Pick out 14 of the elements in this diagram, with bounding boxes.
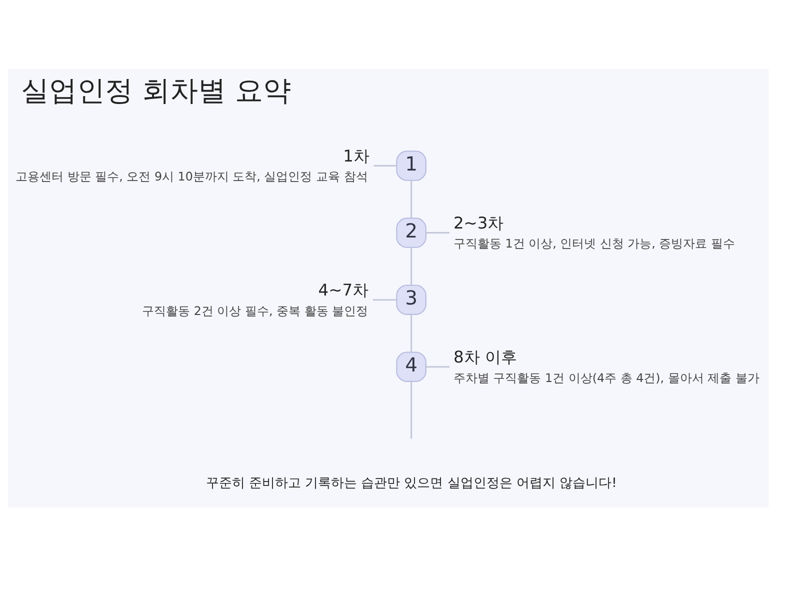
connector bbox=[426, 232, 450, 234]
node-text: 4~7차 구직활동 2건 이상 필수, 중복 활동 불인정 bbox=[142, 280, 369, 318]
connector bbox=[410, 382, 412, 439]
connector bbox=[410, 180, 412, 218]
node-text: 8차 이후 주차별 구직활동 1건 이상(4주 총 4건), 몰아서 제출 불가 bbox=[453, 348, 760, 385]
diagram-title: 실업인정 회차별 요약 bbox=[21, 74, 291, 108]
connector bbox=[410, 314, 412, 352]
connector bbox=[374, 165, 397, 167]
connector bbox=[372, 299, 397, 301]
node-text: 1차 고용센터 방문 필수, 오전 9시 10분까지 도착, 실업인정 교육 참석 bbox=[16, 146, 370, 184]
connector bbox=[426, 366, 450, 368]
connector bbox=[410, 248, 412, 285]
label: 꾸준히 준비하고 기록하는 습관만 있으면 실업인정은 어렵지 않습니다! bbox=[206, 476, 617, 492]
node-text: 2~3차 구직활동 1건 이상, 인터넷 신청 가능, 증빙자료 필수 bbox=[453, 213, 735, 251]
